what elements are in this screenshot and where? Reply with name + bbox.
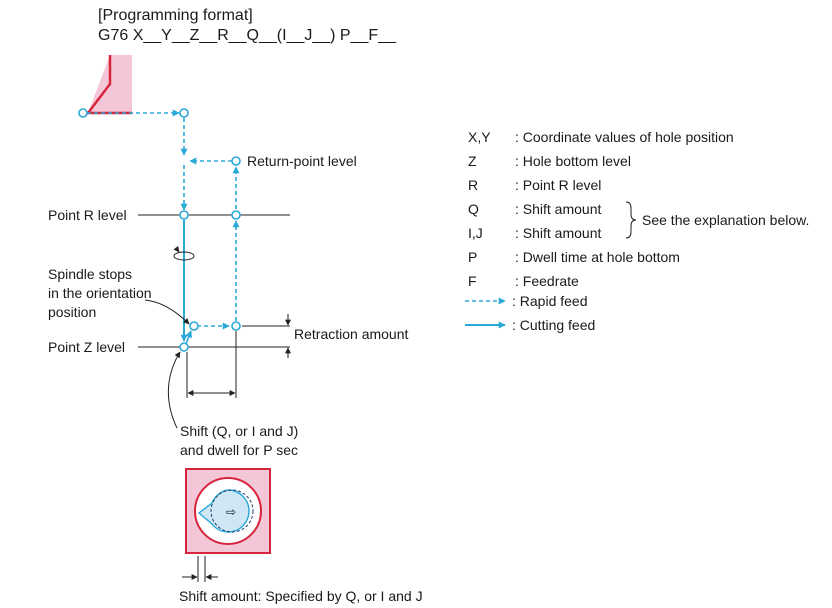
point-retracted [231,321,241,331]
point-shifted [189,321,199,331]
legend-brace-note: See the explanation below. [642,212,809,228]
label-shift-dwell-1: Shift (Q, or I and J) [180,423,298,439]
spindle-stops-pointer [144,299,190,325]
legend-desc: : Coordinate values of hole position [515,129,734,145]
point-z [179,342,189,352]
legend-key: Z [468,153,477,169]
legend-brace [625,201,637,239]
label-point-z-level: Point Z level [48,339,125,355]
legend-desc: : Feedrate [515,273,579,289]
path-points [78,108,241,352]
format-code: G76 X__Y__Z__R__Q__(I__J__) P__F__ [98,27,397,44]
legend-desc: : Point R level [515,177,601,193]
legend-desc: : Shift amount [515,201,601,217]
point-initial [78,108,88,118]
point-above-hole [179,108,189,118]
legend-key: X,Y [468,129,491,145]
point-r-return [231,210,241,220]
label-return-point-level: Return-point level [247,153,357,169]
shift-direction-icon: ⇨ [226,505,236,519]
legend-desc: : Hole bottom level [515,153,631,169]
point-return [231,156,241,166]
label-point-r-level: Point R level [48,207,127,223]
legend-desc: : Dwell time at hole bottom [515,249,680,265]
format-heading: [Programming format] [98,7,253,24]
label-spindle-stops-1: Spindle stops [48,266,132,282]
point-r [179,210,189,220]
shift-amount-dimension [182,556,218,582]
shift-dwell-pointer [167,351,181,429]
tool [85,55,132,115]
legend-desc: : Shift amount [515,225,601,241]
label-spindle-stops-3: position [48,304,96,320]
legend-key: I,J [468,225,483,241]
label-retraction-amount: Retraction amount [294,326,409,342]
label-shift-dwell-2: and dwell for P sec [180,442,298,458]
legend-key: R [468,177,478,193]
legend-key: P [468,249,477,265]
spindle-rotation-icon [173,245,195,261]
rapid-path [87,109,240,330]
legend-cutting-feed: : Cutting feed [512,317,595,333]
legend-key: Q [468,201,479,217]
hole-cross-section: ⇨ [185,468,271,554]
legend-key: F [468,273,477,289]
legend-rapid-feed: : Rapid feed [512,293,588,309]
label-shift-amount-spec: Shift amount: Specified by Q, or I and J [179,588,423,604]
shift-dimension [186,331,237,398]
label-spindle-stops-2: in the orientation [48,285,152,301]
legend: X,Y : Coordinate values of hole position… [465,129,809,333]
shift-move [185,330,193,345]
